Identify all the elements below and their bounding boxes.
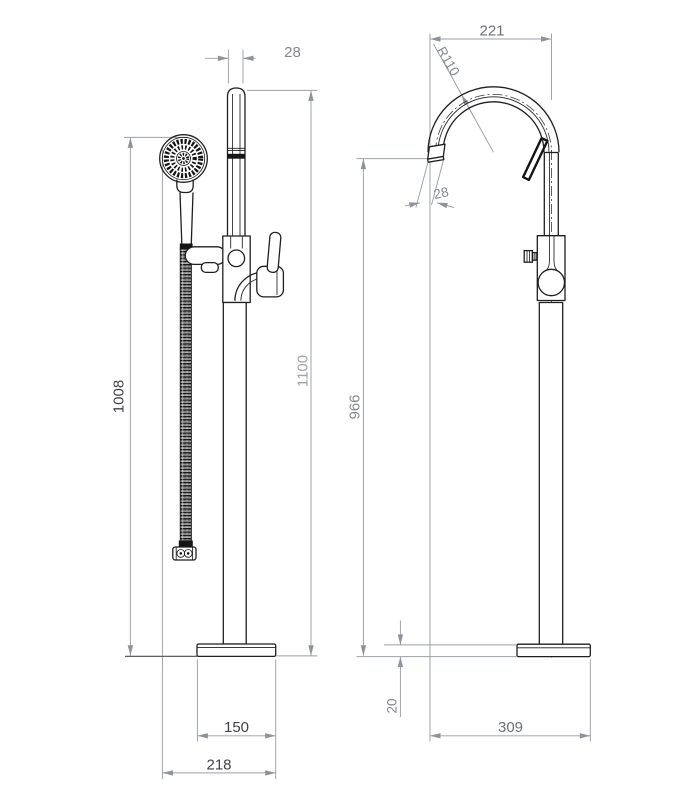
geometry-front — [159, 87, 285, 658]
base-plate-side — [516, 643, 591, 658]
spray-nozzle-ring-inner — [170, 145, 197, 172]
dim-bend-radius: R110 — [433, 43, 494, 153]
base-plate-front — [196, 643, 277, 658]
dim-label-base-thickness: 20 — [384, 698, 399, 713]
riser-pipe — [226, 87, 246, 236]
dim-label-overall-width: 218 — [206, 756, 231, 773]
dim-spout-height: 966 — [347, 158, 438, 656]
dim-label-riser-width: 28 — [284, 44, 301, 61]
shower-handle — [179, 192, 183, 244]
shower-head-neck — [176, 179, 194, 194]
shower-hose-assembly — [172, 192, 197, 561]
standpipe-upper-side — [543, 151, 559, 236]
shower-holder — [184, 246, 227, 274]
dimensions-front: 28 1008 1100 150 — [111, 44, 318, 779]
dim-base-width: 150 — [196, 659, 277, 779]
dim-height-to-shower-head: 1008 — [111, 136, 188, 656]
dim-label-height-to-shower-head: 1008 — [111, 380, 128, 413]
dim-label-bend-radius: R110 — [434, 44, 463, 79]
centerline-arc — [435, 93, 552, 153]
dim-overall-height: 1100 — [247, 89, 318, 656]
diverter-knob — [523, 249, 539, 263]
cartridge-circle — [537, 268, 566, 297]
dim-overall-width: 218 — [161, 148, 276, 779]
mixer-body-front — [222, 235, 264, 304]
dim-overall-depth: 309 — [430, 659, 591, 742]
dim-label-base-width: 150 — [224, 719, 249, 736]
dim-base-thickness: 20 — [356, 620, 517, 717]
mixer-body-side — [536, 235, 566, 302]
dim-label-spout-reach: 221 — [479, 23, 504, 40]
hand-shower-head — [159, 134, 208, 194]
lever-stick — [266, 231, 282, 274]
standpipe-side — [538, 301, 564, 645]
standpipe-front — [222, 301, 247, 645]
dim-label-overall-depth: 309 — [498, 719, 523, 736]
side-elevation: 221 R110 28 966 — [347, 23, 591, 742]
dim-label-spout-outlet: 28 — [432, 184, 450, 202]
diverter-port — [227, 249, 246, 268]
dim-spout-outlet: 28 — [404, 159, 455, 209]
lever-handle-front — [256, 231, 285, 298]
front-elevation: 28 1008 1100 150 — [111, 44, 318, 779]
spray-center-rosette — [177, 152, 190, 165]
dim-label-spout-height: 966 — [347, 394, 364, 419]
geometry-side — [427, 86, 591, 658]
gooseneck-spout — [427, 86, 560, 153]
riser-trim-band — [227, 153, 245, 159]
spout-outlet — [427, 143, 446, 163]
dim-label-overall-height: 1100 — [295, 355, 312, 387]
dim-riser-width: 28 — [205, 44, 301, 84]
spray-nozzle-ring-outer — [163, 138, 204, 179]
hose-connector — [172, 546, 197, 561]
shower-hose — [179, 248, 192, 542]
